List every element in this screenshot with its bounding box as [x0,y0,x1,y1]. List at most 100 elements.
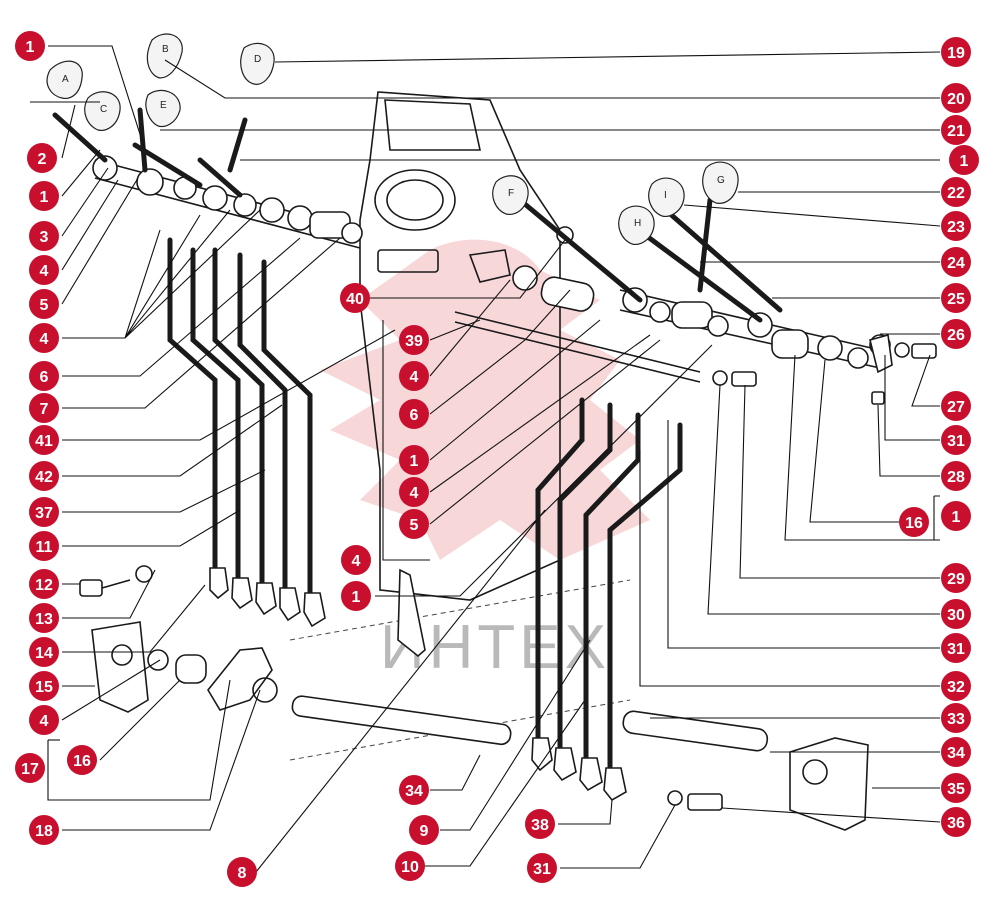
knob-g-label: G [717,175,725,186]
callout-4-mid-c: 4 [341,545,371,575]
knob-h: H [618,205,655,245]
callout-4-left-b: 4 [29,323,59,353]
callout-6-left: 6 [29,361,59,391]
callout-35: 35 [941,773,971,803]
svg-text:38: 38 [531,817,549,834]
callout-23: 23 [941,211,971,241]
svg-text:6: 6 [40,369,49,386]
knob-a-label: A [62,74,69,85]
callout-4-left-c: 4 [29,705,59,735]
svg-text:18: 18 [35,823,53,840]
callout-9: 9 [409,815,439,845]
callout-26: 26 [941,319,971,349]
callout-3: 3 [29,221,59,251]
callout-28: 28 [941,461,971,491]
svg-text:34: 34 [405,783,423,800]
callout-4-mid-b: 4 [399,477,429,507]
knob-c: C [84,91,121,131]
knob-e: E [145,89,181,128]
callout-1-mid-b: 1 [341,581,371,611]
knob-i-label: I [664,190,667,201]
callout-1-mid: 1 [399,445,429,475]
svg-text:21: 21 [947,123,965,140]
callout-41: 41 [29,425,59,455]
callout-6-mid: 6 [399,399,429,429]
svg-text:1: 1 [40,189,49,206]
svg-text:7: 7 [40,401,49,418]
svg-text:5: 5 [40,297,49,314]
left-shift-rods [167,237,326,628]
callout-1-left: 1 [29,181,59,211]
svg-text:1: 1 [410,453,419,470]
callout-1-top-left: 1 [15,31,45,61]
knob-f: F [492,175,529,215]
left-lower-parts [79,565,512,746]
callout-4-left-a: 4 [29,255,59,285]
svg-text:6: 6 [410,407,419,424]
svg-text:32: 32 [947,679,965,696]
svg-text:30: 30 [947,607,965,624]
svg-text:20: 20 [947,91,965,108]
svg-text:15: 15 [35,679,53,696]
callout-31-bottom: 31 [527,853,557,883]
svg-text:31: 31 [533,861,551,878]
knob-b: B [146,33,183,79]
svg-text:1: 1 [952,509,961,526]
svg-text:28: 28 [947,469,965,486]
knob-h-label: H [634,218,641,229]
svg-text:1: 1 [960,153,969,170]
callout-19: 19 [941,37,971,67]
callout-29: 29 [941,563,971,593]
svg-text:37: 37 [35,505,53,522]
callout-17: 17 [15,753,45,783]
callout-40: 40 [340,283,370,313]
callout-15: 15 [29,671,59,701]
callout-20: 20 [941,83,971,113]
callout-5-mid: 5 [399,509,429,539]
bracket-16-1 [934,495,940,541]
callout-5-left: 5 [29,289,59,319]
svg-text:27: 27 [947,399,965,416]
callout-8: 8 [227,857,257,887]
knob-g: G [702,161,739,204]
svg-text:4: 4 [410,369,419,386]
callout-16-left: 16 [67,745,97,775]
callout-1-right-mid: 1 [941,501,971,531]
callout-10: 10 [395,851,425,881]
right-selector-shaft: F G H I [492,161,937,387]
callout-18: 18 [29,815,59,845]
svg-text:9: 9 [420,823,429,840]
callout-38: 38 [525,809,555,839]
callout-31-right-a: 31 [941,425,971,455]
callout-31-right-b: 31 [941,633,971,663]
callout-32: 32 [941,671,971,701]
svg-text:2: 2 [38,151,47,168]
svg-text:5: 5 [410,517,419,534]
svg-text:3: 3 [40,229,49,246]
svg-text:36: 36 [947,815,965,832]
callout-7: 7 [29,393,59,423]
callout-34-right: 34 [941,737,971,767]
svg-text:16: 16 [73,753,91,770]
svg-text:13: 13 [35,611,53,628]
svg-text:4: 4 [410,485,419,502]
left-selector-shaft: A B C D E [46,33,363,249]
callout-30: 30 [941,599,971,629]
svg-text:39: 39 [405,333,423,350]
callout-22: 22 [941,177,971,207]
callout-4-mid-a: 4 [399,361,429,391]
svg-text:23: 23 [947,219,965,236]
svg-text:19: 19 [947,45,965,62]
svg-text:29: 29 [947,571,965,588]
svg-text:34: 34 [947,745,965,762]
callout-36: 36 [941,807,971,837]
knob-e-label: E [160,100,167,111]
knob-b-label: B [162,44,169,55]
right-shift-rods [531,397,683,802]
svg-text:17: 17 [21,761,39,778]
svg-text:16: 16 [905,515,923,532]
callout-37: 37 [29,497,59,527]
callout-1-right-top: 1 [949,145,979,175]
callout-39: 39 [399,325,429,355]
callout-14: 14 [29,637,59,667]
